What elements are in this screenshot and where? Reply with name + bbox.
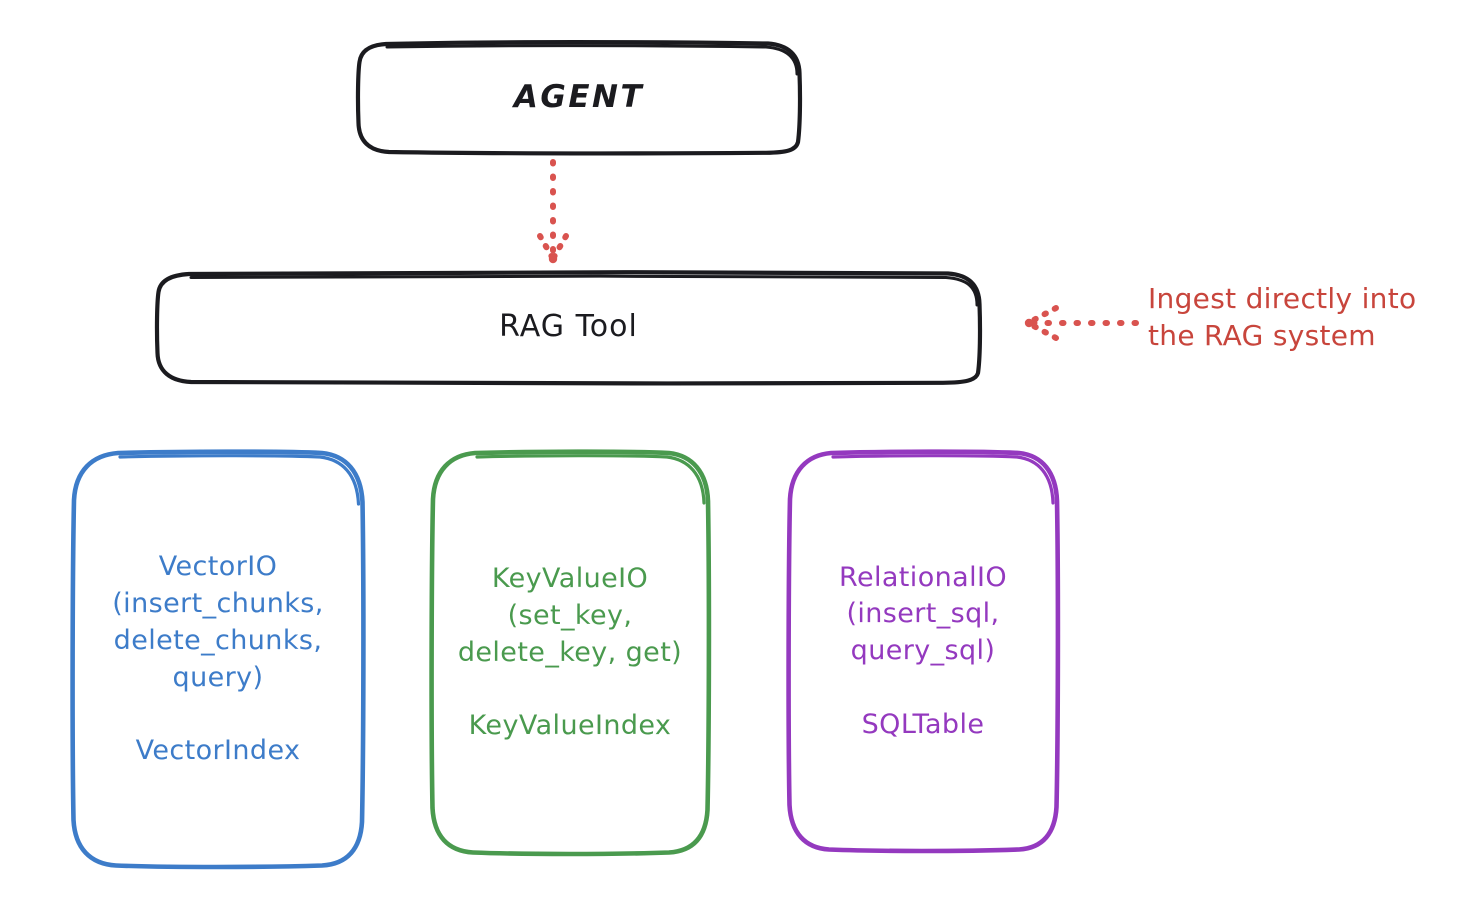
node-relational-io-label: RelationalIO (insert_sql, query_sql) SQL… (839, 561, 1007, 740)
node-relational-io[interactable]: RelationalIO (insert_sql, query_sql) SQL… (786, 449, 1061, 854)
node-key-value-io-label: KeyValueIO (set_key, delete_key, get) Ke… (457, 563, 683, 742)
node-agent-label: AGENT (513, 78, 645, 115)
connector-note-to-rag-tool-icon (1024, 305, 1139, 341)
node-rag-tool-label: RAG Tool (499, 309, 638, 345)
node-vector-io[interactable]: VectorIO (insert_chunks, delete_chunks, … (70, 449, 366, 870)
node-key-value-io[interactable]: KeyValueIO (set_key, delete_key, get) Ke… (429, 449, 712, 857)
node-vector-io-label: VectorIO (insert_chunks, delete_chunks, … (112, 551, 324, 766)
node-rag-tool[interactable]: RAG Tool (154, 270, 983, 386)
node-agent[interactable]: AGENT (355, 40, 803, 156)
connector-agent-to-rag-tool-icon (537, 159, 569, 264)
annotation-ingest-note: Ingest directly into the RAG system (1148, 282, 1417, 352)
